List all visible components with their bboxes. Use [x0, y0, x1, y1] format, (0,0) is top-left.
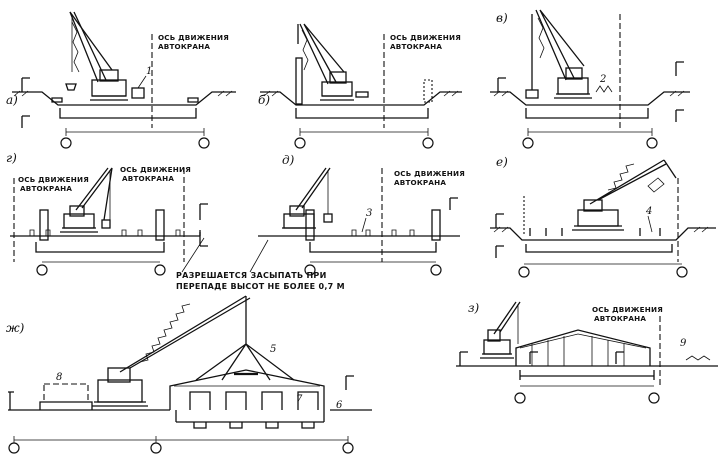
backfill-note-line2: ПЕРЕПАДЕ ВЫСОТ НЕ БОЛЕЕ 0,7 М — [176, 282, 345, 291]
axis-label-d-line1: ОСЬ ДВИЖЕНИЯ — [394, 169, 465, 178]
panel-z: з) ОСЬ ДВИЖЕНИЯ АВТОКРАНА 9 — [456, 301, 718, 404]
panel-a: а) 1 ОСЬ ДВИЖЕНИЯ АВТОКРАНА — [6, 11, 236, 149]
callout-7: 7 — [296, 394, 303, 405]
axis-label-b-line2: АВТОКРАНА — [390, 42, 442, 51]
axis-label-g2-line2: АВТОКРАНА — [122, 174, 174, 183]
callout-4: 4 — [645, 206, 652, 217]
panel-z-label: з) — [468, 301, 480, 315]
panel-v-label: в) — [496, 11, 508, 25]
panel-d-label: д) — [282, 153, 295, 167]
panel-a-label: а) — [6, 93, 18, 107]
backfill-note-line1: РАЗРЕШАЕТСЯ ЗАСЫПАТЬ ПРИ — [176, 271, 327, 280]
panel-g: г) ОСЬ ДВИЖЕНИЯ АВТОКРАНА ОСЬ ДВИЖЕНИЯ А… — [6, 151, 208, 276]
callout-8: 8 — [56, 372, 62, 383]
backfill-note: РАЗРЕШАЕТСЯ ЗАСЫПАТЬ ПРИ ПЕРЕПАДЕ ВЫСОТ … — [176, 237, 345, 291]
axis-label-z-line1: ОСЬ ДВИЖЕНИЯ — [592, 305, 663, 314]
axis-label-b-line1: ОСЬ ДВИЖЕНИЯ — [390, 33, 461, 42]
axis-label-g2-line1: ОСЬ ДВИЖЕНИЯ — [120, 165, 191, 174]
callout-3: 3 — [366, 208, 372, 219]
callout-5: 5 — [270, 344, 276, 355]
callout-6: 6 — [336, 400, 343, 411]
panel-b-label: б) — [258, 93, 270, 107]
panel-zh-label: ж) — [6, 321, 25, 335]
axis-label-z-line2: АВТОКРАНА — [594, 314, 646, 323]
axis-label-g1-line1: ОСЬ ДВИЖЕНИЯ — [18, 175, 89, 184]
callout-1: 1 — [146, 66, 152, 77]
callout-2: 2 — [599, 74, 606, 85]
axis-label-a-line1: ОСЬ ДВИЖЕНИЯ — [158, 33, 229, 42]
panel-d: д) 3 ОСЬ ДВИЖЕНИЯ АВТОКРАНА — [258, 153, 465, 276]
callout-9: 9 — [680, 338, 687, 349]
panel-e-label: е) — [496, 155, 508, 169]
panel-e: е) 4 — [490, 155, 716, 278]
axis-label-g1-line2: АВТОКРАНА — [20, 184, 72, 193]
panel-v: в) 2 — [490, 9, 690, 149]
axis-label-d-line2: АВТОКРАНА — [394, 178, 446, 187]
axis-label-a-line2: АВТОКРАНА — [158, 42, 210, 51]
panel-g-label: г) — [6, 151, 17, 165]
panel-b: б) ОСЬ ДВИЖЕНИЯ АВТОКРАНА — [258, 23, 462, 149]
panel-zh: ж) 8 5 7 6 — [6, 295, 372, 454]
